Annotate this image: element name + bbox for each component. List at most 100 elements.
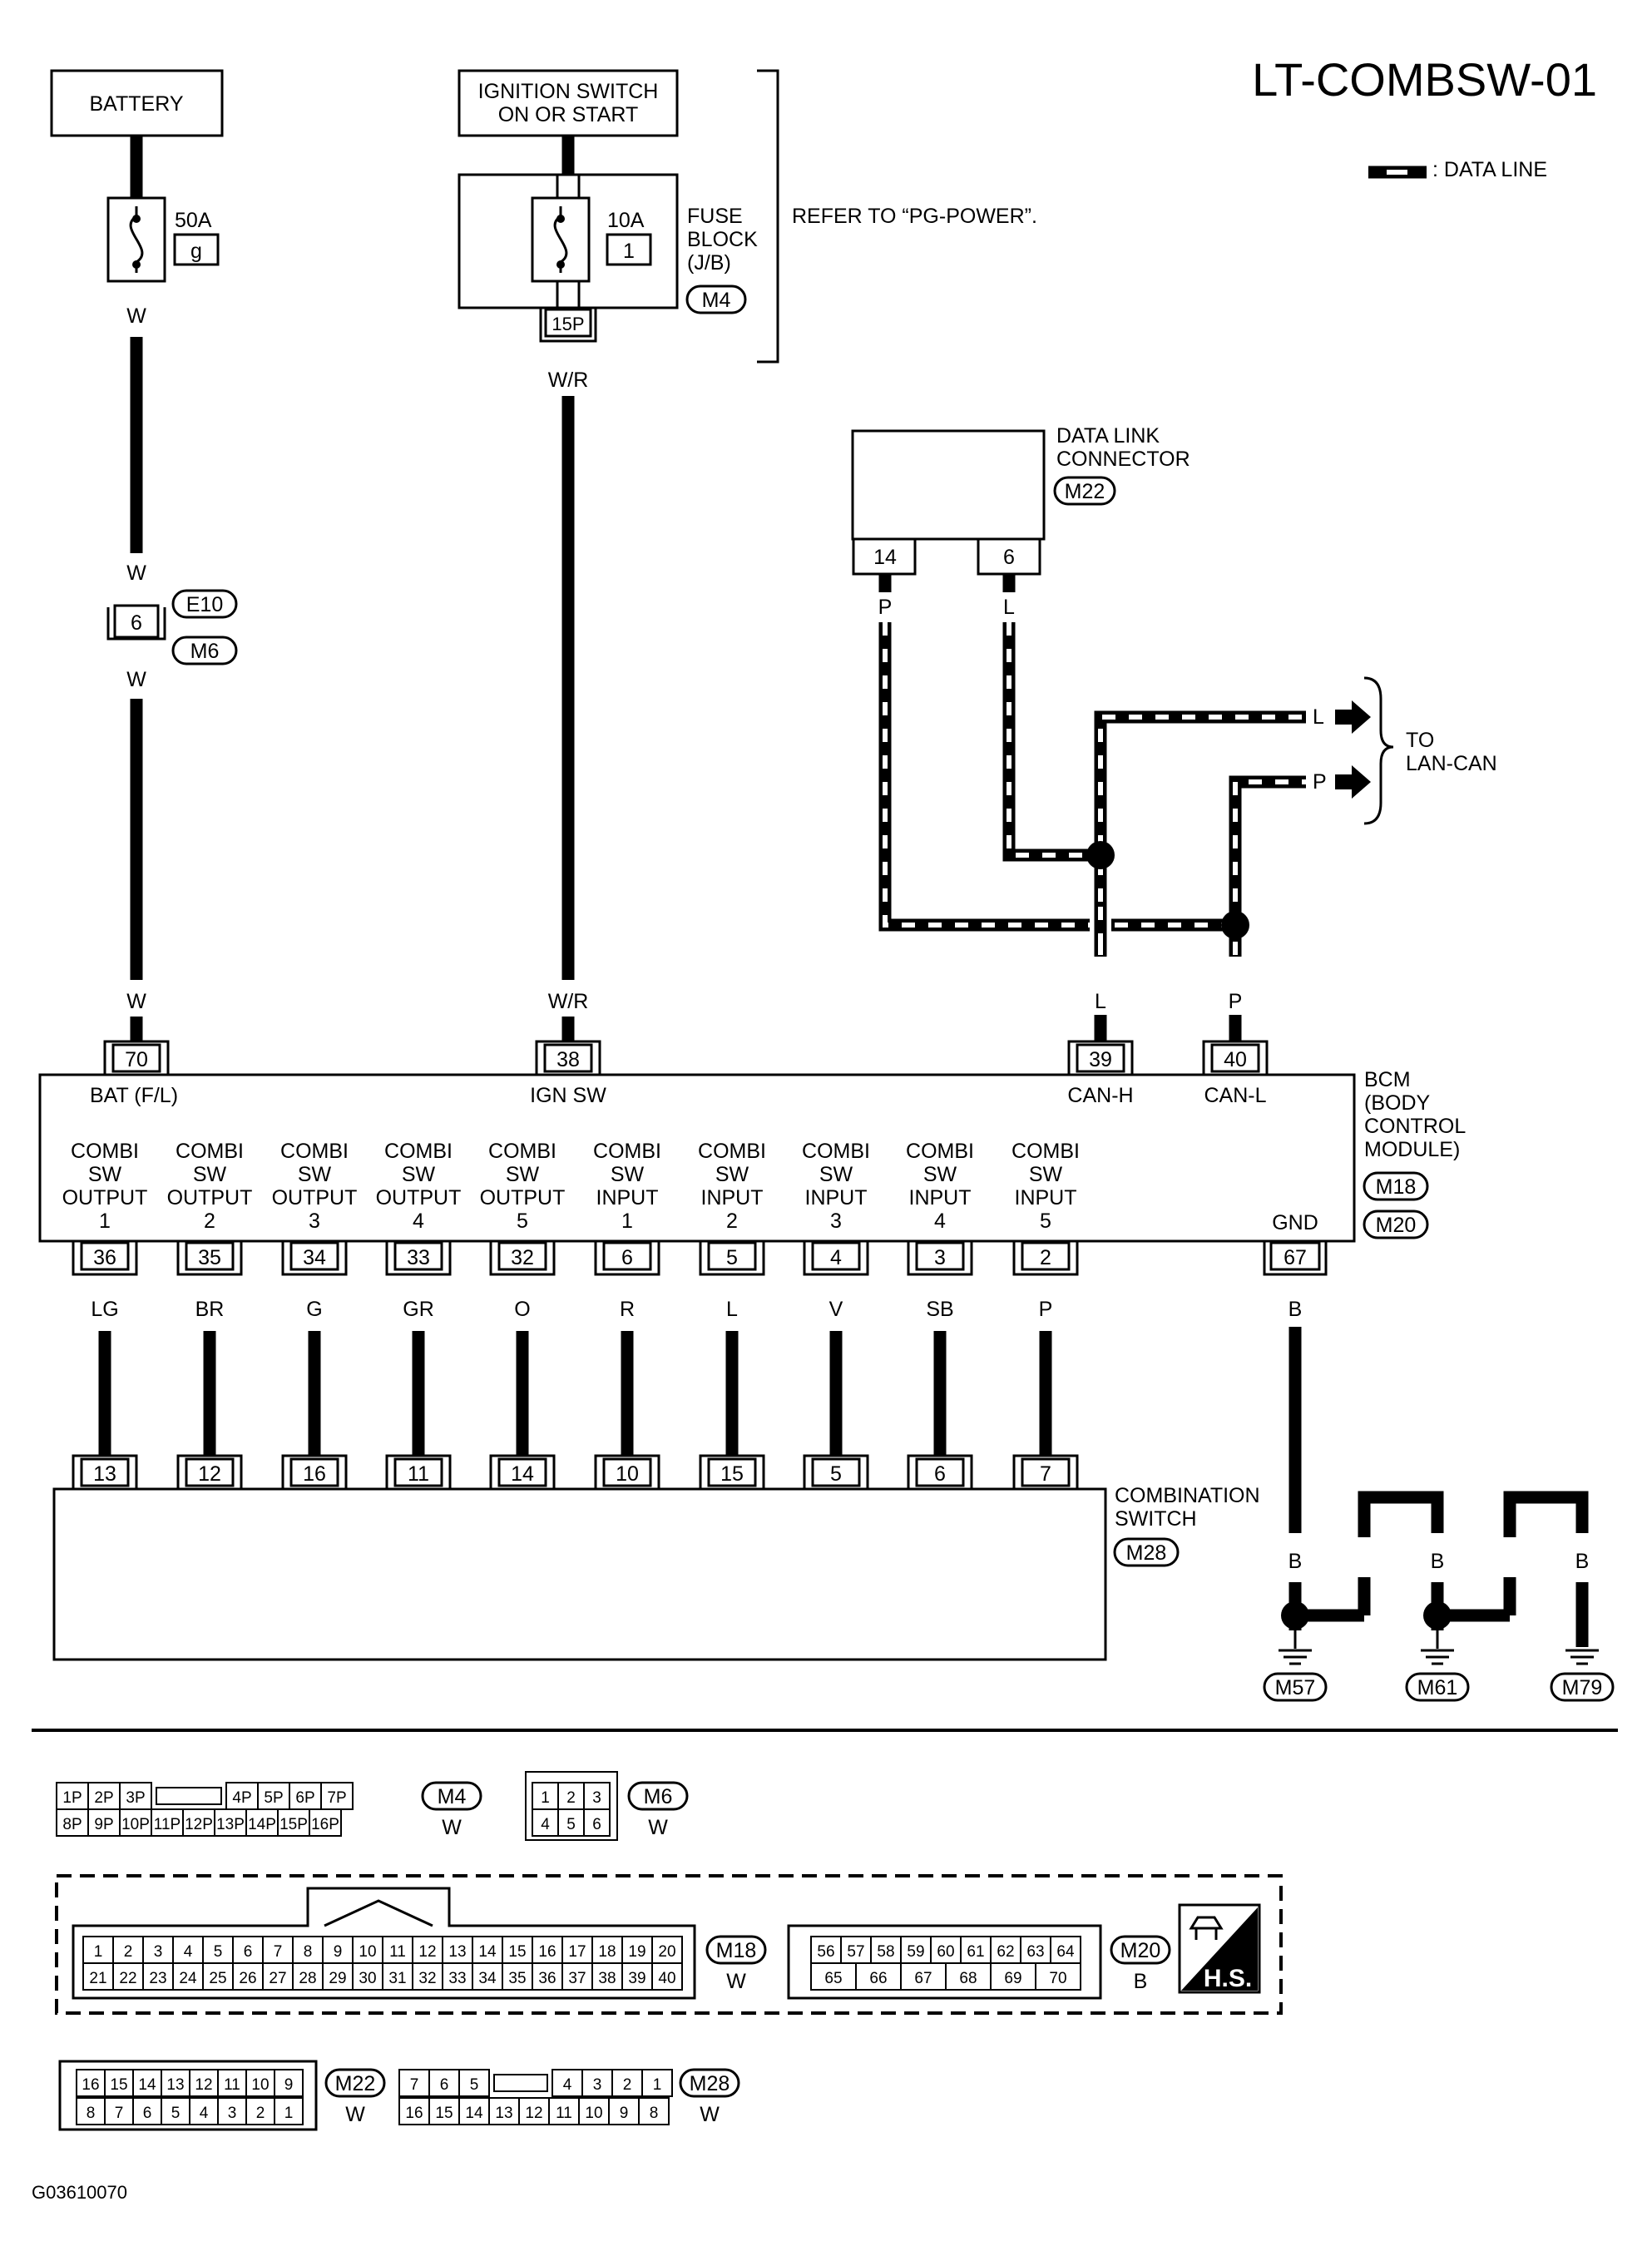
cavity-number: 57: [847, 1943, 864, 1961]
m18-key: [324, 1899, 433, 1927]
cavity-number: 61: [967, 1943, 984, 1961]
bcm-pin-label-line4: 3: [309, 1210, 320, 1233]
cavity-number: 29: [329, 1970, 346, 1987]
can-h-splice: [1086, 841, 1115, 869]
combi-switch-pin-6-housing: [907, 1454, 973, 1489]
bcm-bottom-pin-3: 3: [934, 1246, 946, 1269]
figure-id: G03610070: [32, 2182, 127, 2203]
cavity: [502, 1936, 533, 1964]
cavity: [274, 2069, 304, 2097]
connector-tag-m22: [324, 2068, 386, 2098]
connector-tag-m28: [679, 2068, 740, 2098]
cavity-number: 8: [650, 2105, 659, 2122]
cavity-number: 10P: [121, 1816, 150, 1833]
cavity: [518, 2097, 550, 2125]
connector-tag-label: M20: [1120, 1939, 1161, 1962]
bcm-pin-label-line4: 5: [517, 1210, 528, 1233]
cavity-number: 67: [914, 1970, 932, 1987]
combi-switch-pin-15-housing: [699, 1454, 765, 1489]
cavity-number: 28: [299, 1970, 316, 1987]
connector-tag-m4: [421, 1781, 482, 1811]
lan-can-label-1: TO: [1406, 729, 1434, 752]
bcm-bottom-pin-34-box: [289, 1241, 339, 1271]
harness-side-symbol: H.S.: [1178, 1903, 1261, 1994]
ground-tag-m61-label: M61: [1417, 1676, 1458, 1699]
bcm-pin-label-line4: 2: [726, 1210, 738, 1233]
combi-switch-pin-12-box: [185, 1457, 235, 1487]
battery-fuse-amp: 50A: [175, 209, 212, 232]
bcm-pin-label-line2: SW: [819, 1163, 853, 1186]
bcm-pin-label-line4: 3: [830, 1210, 842, 1233]
cavity-number: 6: [592, 1816, 601, 1833]
dlc-pin6: 6: [1003, 546, 1015, 569]
bcm-pin-label-line4: 1: [99, 1210, 111, 1233]
connector-plug-icon: [1189, 1916, 1224, 1940]
bcm-label-3: CONTROL: [1364, 1115, 1466, 1138]
pg-power-bracket: [757, 69, 779, 364]
cavity-number: 40: [658, 1970, 675, 1987]
cavity-number: 10: [585, 2105, 602, 2122]
cavity-number: 11: [389, 1943, 406, 1961]
cavity-number: 15P: [279, 1816, 308, 1833]
bcm-bottom-pin-32: 32: [511, 1246, 534, 1269]
lan-can-wire-l: L: [1313, 705, 1324, 729]
cavity-number: 3: [592, 1789, 601, 1807]
cavity-number: 23: [149, 1970, 166, 1987]
cavity: [202, 1936, 234, 1964]
cavity: [262, 1962, 294, 1991]
bcm-bottom-pin-35-housing: [176, 1241, 243, 1276]
combi-switch-pin-12: 12: [198, 1462, 221, 1486]
bcm-pin-label-line1: COMBI: [593, 1140, 661, 1163]
cavity-number: 8: [87, 2105, 96, 2122]
cavity-number: 6: [143, 2105, 152, 2122]
cavity-number: 9: [284, 2076, 294, 2094]
cavity-number: 13: [495, 2105, 512, 2122]
bcm-bottom-pin-35: 35: [198, 1246, 221, 1269]
cavity: [398, 2069, 430, 2097]
cavity-number: 4: [184, 1943, 193, 1961]
cavity-number: 1: [94, 1943, 103, 1961]
data-link-connector-box: [851, 429, 1046, 541]
bcm-bottom-pin-2-box: [1021, 1241, 1071, 1271]
cavity-number: 59: [907, 1943, 924, 1961]
dlc-wire-p-color: P: [878, 596, 893, 619]
bcm-bottom-pin-5: 5: [726, 1246, 738, 1269]
cavity: [532, 1782, 559, 1810]
m22-housing: [58, 2060, 318, 2131]
cavity-number: 35: [508, 1970, 526, 1987]
connector-tag-m6-label: M6: [190, 640, 220, 663]
diagram-title: LT-COMBSW-01: [1252, 53, 1597, 106]
bcm-bottom-pin-5-box: [707, 1241, 757, 1271]
bcm-bottom-pin-33: 33: [407, 1246, 430, 1269]
ground-symbol-m57-icon: [1279, 1630, 1312, 1665]
combi-switch-pin-6-box: [915, 1457, 965, 1487]
combi-switch-pin-16-housing: [281, 1454, 348, 1489]
combi-switch-pin-14-box: [497, 1457, 547, 1487]
cavity-number: 1: [284, 2105, 294, 2122]
connector-tag-m28: [1113, 1537, 1180, 1567]
bcm-bottom-pin-33-housing: [385, 1241, 452, 1276]
gnd-wire-color-3: B: [1431, 1550, 1445, 1573]
cavity: [990, 1962, 1036, 1991]
cavity: [651, 1962, 683, 1991]
connector-tag-label: M4: [438, 1785, 467, 1808]
connector-lock: [493, 2074, 548, 2092]
combi-switch-pin-15-box: [707, 1457, 757, 1487]
m20-housing: [787, 1924, 1102, 2000]
bcm-pin-label-line2: SW: [298, 1163, 332, 1186]
bcm-gnd-pin-housing: [1263, 1241, 1328, 1276]
cavity-number: 14: [465, 2105, 483, 2122]
data-line-legend: : DATA LINE: [1368, 158, 1547, 181]
cavity-number: 6: [440, 2076, 449, 2094]
bcm-pin-label-line2: SW: [611, 1163, 645, 1186]
cavity: [1050, 1936, 1081, 1964]
cavity-number: 12P: [185, 1816, 213, 1833]
cavity-number: 2: [256, 2105, 265, 2122]
cavity: [274, 2097, 304, 2125]
ground-tag-m61: [1405, 1672, 1470, 1702]
connector-color: W: [726, 1970, 746, 1993]
cavity-number: 33: [448, 1970, 466, 1987]
bcm-bottom-pin-6-housing: [594, 1241, 660, 1276]
cavity: [320, 1782, 354, 1810]
